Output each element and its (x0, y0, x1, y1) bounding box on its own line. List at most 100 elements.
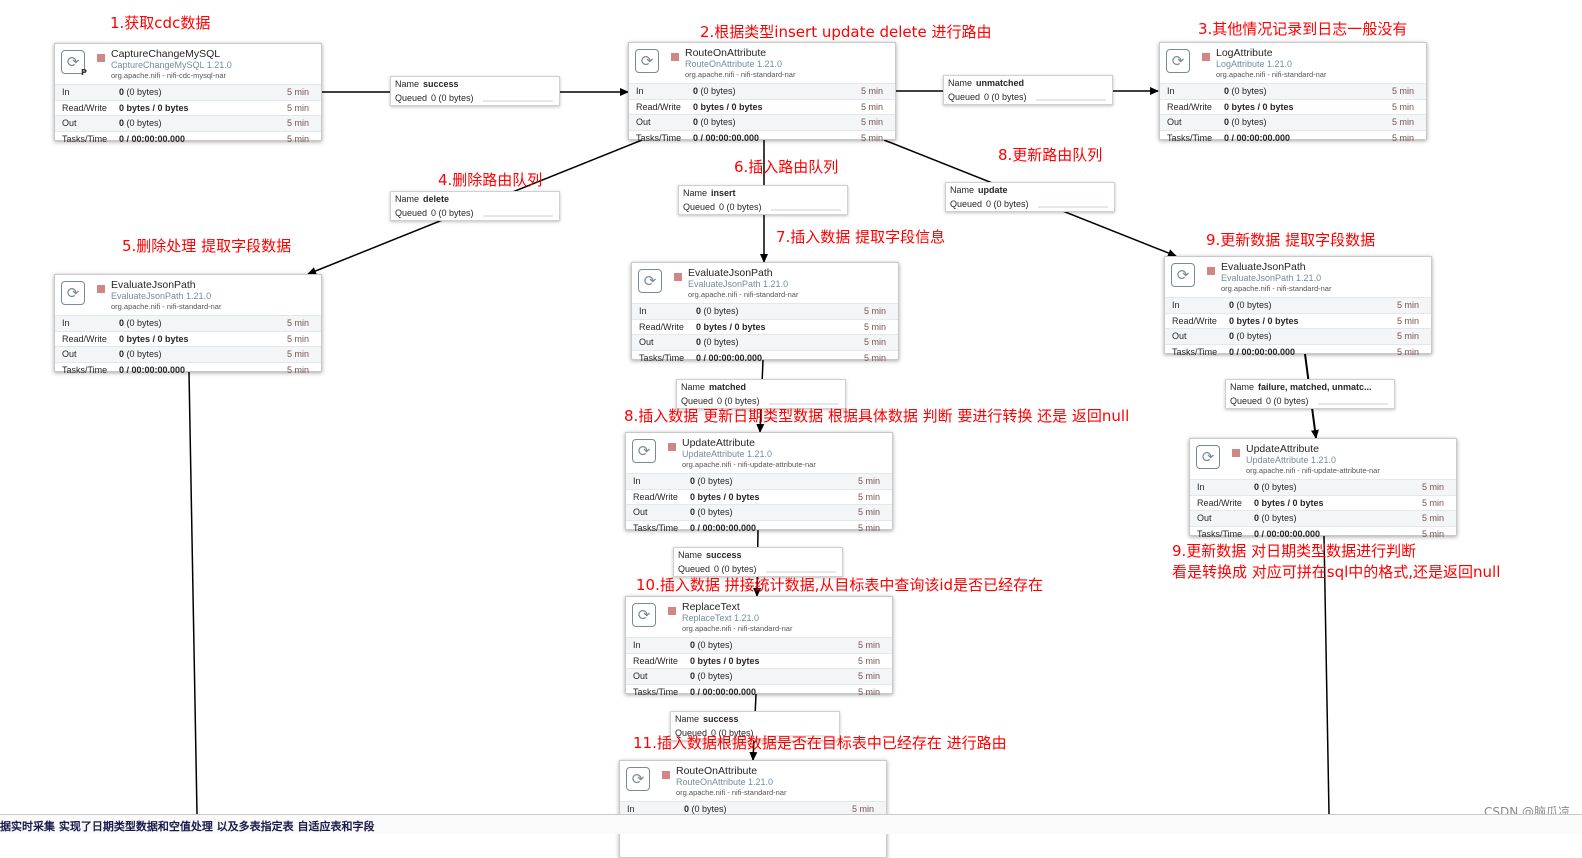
stat-value-in: 0 (0 bytes) (1224, 86, 1267, 96)
stat-value-rw: 0 bytes / 0 bytes (1229, 315, 1299, 326)
queue-bar (769, 403, 839, 405)
processor-version: RouteOnAttribute 1.21.0 (676, 777, 774, 787)
conn-name-label: Name (1230, 382, 1255, 392)
stopped-icon (668, 443, 676, 451)
conn-queued-value: 0 (0 bytes) (431, 208, 474, 218)
processor-replace-text[interactable]: ⟳ ReplaceText ReplaceText 1.21.0 org.apa… (625, 596, 893, 697)
stat-value-tasks: 0 / 00:00:00.000 (690, 522, 757, 533)
stat-value-rw: 0 bytes / 0 bytes (690, 655, 760, 666)
processor-name: RouteOnAttribute (676, 765, 758, 777)
processor-name: EvaluateJsonPath (111, 279, 196, 291)
conn-queued-value: 0 (0 bytes) (711, 728, 754, 738)
conn-queued-value: 0 (0 bytes) (986, 199, 1029, 209)
processor-name: LogAttribute (1216, 47, 1273, 59)
stat-label-out: Out (639, 337, 654, 347)
stopped-icon (668, 607, 676, 615)
stat-label-in: In (1167, 86, 1175, 96)
stat-period: 5 min (286, 118, 309, 128)
conn-queued-label: Queued (681, 396, 714, 406)
stat-period: 5 min (863, 321, 886, 332)
processor-evaluate-json-path-update[interactable]: ⟳ EvaluateJsonPath EvaluateJsonPath 1.21… (1164, 256, 1432, 357)
conn-queued-value: 0 (0 bytes) (984, 92, 1027, 102)
stat-value-out: 0 (0 bytes) (693, 117, 736, 127)
stat-value-rw: 0 bytes / 0 bytes (119, 102, 189, 113)
stat-label-out: Out (633, 671, 648, 681)
annotation-6: 6.插入路由队列 (734, 158, 839, 176)
queue-bar (483, 100, 553, 102)
stat-period: 5 min (1396, 300, 1419, 310)
processor-version: LogAttribute 1.21.0 (1216, 59, 1293, 69)
processor-icon: ⟳ (1166, 49, 1190, 73)
primary-node-badge: P (81, 68, 87, 77)
processor-name: CaptureChangeMySQL (111, 48, 221, 60)
processor-version: EvaluateJsonPath 1.21.0 (1221, 273, 1322, 283)
stat-value-in: 0 (0 bytes) (119, 318, 162, 328)
stat-value-in: 0 (0 bytes) (1229, 300, 1272, 310)
conn-name-value: delete (423, 194, 450, 204)
stat-label-in: In (633, 476, 641, 486)
conn-name-value: insert (711, 188, 736, 198)
stat-label-out: Out (62, 118, 77, 128)
conn-name-value: unmatched (976, 78, 1025, 88)
stat-value-out: 0 (0 bytes) (1229, 331, 1272, 341)
processor-version: UpdateAttribute 1.21.0 (1246, 455, 1337, 465)
stat-period: 5 min (286, 133, 309, 144)
stat-period: 5 min (286, 333, 309, 344)
stat-value-in: 0 (0 bytes) (696, 306, 739, 316)
processor-icon: ⟳ (632, 439, 656, 463)
stat-period: 5 min (286, 102, 309, 113)
conn-queued-label: Queued (948, 92, 981, 102)
processor-evaluate-json-path-delete[interactable]: ⟳ EvaluateJsonPath EvaluateJsonPath 1.21… (54, 274, 322, 375)
stat-period: 5 min (286, 318, 309, 328)
stopped-icon (1202, 53, 1210, 61)
stat-period: 5 min (857, 671, 880, 681)
processor-version: RouteOnAttribute 1.21.0 (685, 59, 783, 69)
processor-route-on-attribute[interactable]: ⟳ RouteOnAttribute RouteOnAttribute 1.21… (628, 42, 896, 143)
stat-label-rw: Read/Write (639, 321, 684, 332)
annotation-9b-line1: 9.更新数据 对日期类型数据进行判断 (1172, 542, 1417, 560)
processor-log-attribute[interactable]: ⟳ LogAttribute LogAttribute 1.21.0 org.a… (1159, 42, 1427, 143)
stat-label-tasks: Tasks/Time (639, 352, 685, 363)
conn-name-label: Name (948, 78, 973, 88)
annotation-9: 9.更新数据 提取字段数据 (1206, 231, 1376, 249)
processor-update-attribute-update[interactable]: ⟳ UpdateAttribute UpdateAttribute 1.21.0… (1189, 438, 1457, 539)
processor-icon: ⟳ (1171, 263, 1195, 287)
conn-queued-value: 0 (0 bytes) (717, 396, 760, 406)
queue-bar (763, 735, 833, 737)
processor-route-on-attribute-2[interactable]: ⟳ RouteOnAttribute RouteOnAttribute 1.21… (619, 760, 887, 858)
annotation-11: 11.插入数据根据数据是否在目标表中已经存在 进行路由 (633, 734, 1007, 752)
processor-bundle: org.apache.nifi - nifi-cdc-mysql-nar (111, 71, 227, 80)
annotation-3: 3.其他情况记录到日志一般没有 (1198, 20, 1408, 38)
processor-name: EvaluateJsonPath (688, 267, 773, 279)
processor-bundle: org.apache.nifi - nifi-update-attribute-… (1246, 466, 1380, 475)
conn-name-label: Name (675, 714, 700, 724)
stat-period: 5 min (1391, 117, 1414, 127)
conn-queued-value: 0 (0 bytes) (1266, 396, 1309, 406)
processor-update-attribute-insert[interactable]: ⟳ UpdateAttribute UpdateAttribute 1.21.0… (625, 432, 893, 533)
stat-label-rw: Read/Write (1197, 497, 1242, 508)
stat-value-out: 0 (0 bytes) (690, 507, 733, 517)
conn-queued-label: Queued (395, 93, 428, 103)
processor-evaluate-json-path-insert[interactable]: ⟳ EvaluateJsonPath EvaluateJsonPath 1.21… (631, 262, 899, 363)
queue-bar (1036, 99, 1106, 101)
stat-period: 5 min (1391, 86, 1414, 96)
conn-queued-label: Queued (950, 199, 983, 209)
processor-capture-change-mysql[interactable]: ⟳ P CaptureChangeMySQL CaptureChangeMySQ… (54, 43, 322, 144)
wire-update-update-down (1323, 535, 1330, 815)
stat-period: 5 min (863, 352, 886, 363)
